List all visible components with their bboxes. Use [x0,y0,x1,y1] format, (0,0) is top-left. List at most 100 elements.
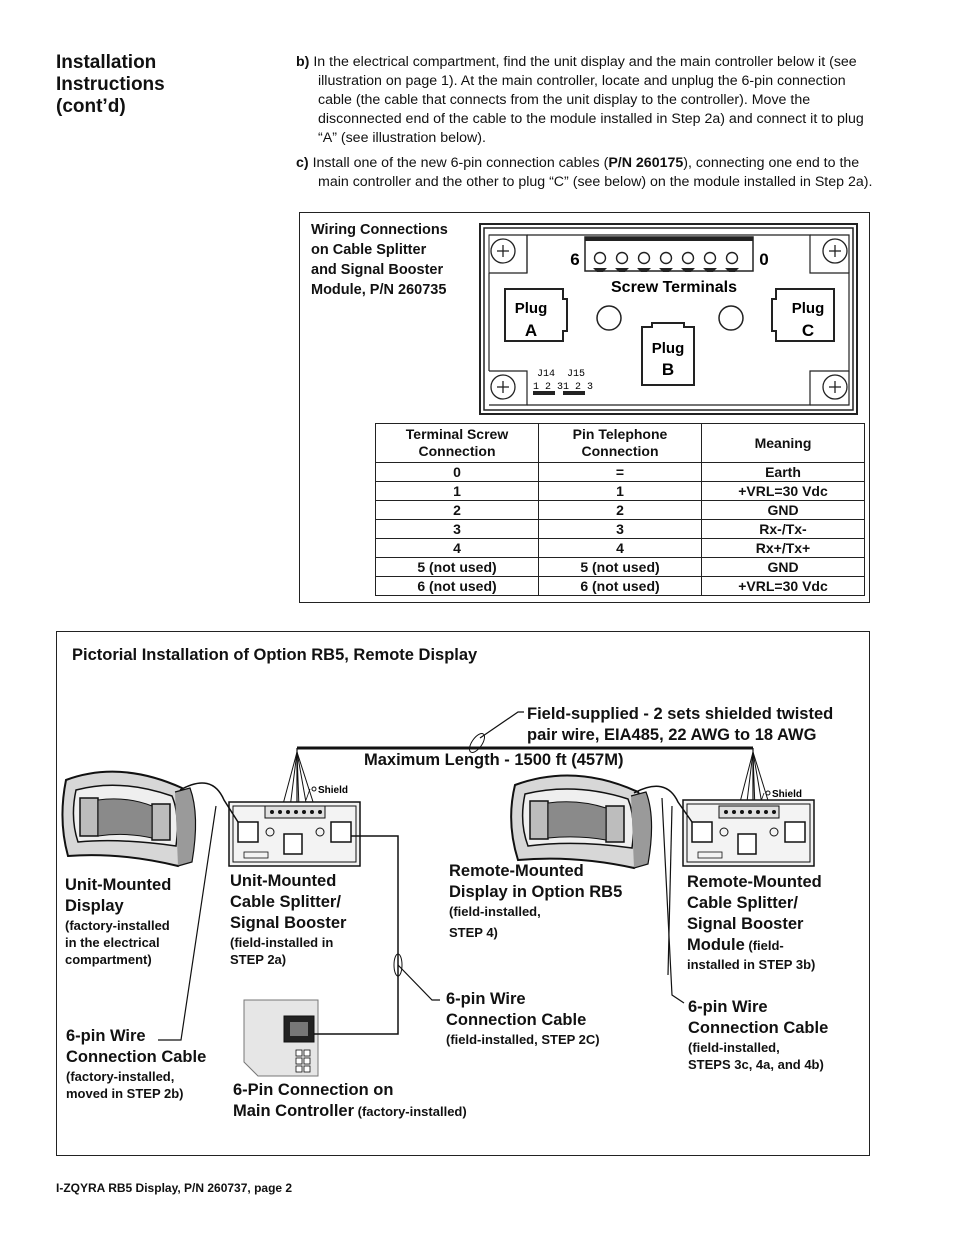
label-line: 6-pin Wire [66,1027,146,1045]
table-cell: 6 (not used) [538,576,702,596]
label-note: (field-installed, [449,904,541,919]
plug-a-word: Plug [515,300,548,317]
plug-a-letter: A [525,321,537,340]
cable-bundle-tie [468,733,486,753]
mounting-hole-icon [822,374,848,400]
label-line: Module (field- [687,935,822,956]
twisted-pair-fanout-left [281,751,316,809]
label-note: (field- [744,938,784,953]
field-wire-line: Field-supplied - 2 sets shielded twisted [527,705,834,723]
standoff-hole-icon [718,305,744,331]
label-line-word: Main Controller [233,1102,355,1120]
remote-splitter-module-illustration [682,799,815,867]
table-header-row: Terminal Screw Connection Pin Telephone … [375,423,865,463]
screw-terminals-label: Screw Terminals [611,279,737,296]
label-note: STEP 2a) [230,952,287,967]
wiring-caption-line: Wiring Connections [311,222,448,238]
jumper-headers: J14 J15 1 2 3 1 2 3 [533,369,593,395]
label-note: (factory-installed, [66,1069,175,1084]
label-line: Signal Booster [230,914,347,932]
unit-splitter-label: Unit-Mounted Cable Splitter/ Signal Boos… [230,871,346,968]
step-c-part-number: P/N 260175 [608,155,684,171]
step-c-marker: c) [296,155,309,171]
cable-mid-label: 6-pin Wire Connection Cable (field-insta… [446,989,600,1048]
standoff-hole-icon [596,305,622,331]
mounting-hole-icon [490,238,516,264]
label-note: STEP 4) [449,925,498,940]
plug-b-letter: B [662,360,674,379]
step-c-paragraph: c) Install one of the new 6-pin connecti… [296,154,876,192]
remote-display-illustration [510,774,653,870]
label-line: Unit-Mounted [230,872,337,890]
heading-line-1: Installation [56,52,157,73]
field-wire-label: Field-supplied - 2 sets shielded twisted… [527,704,833,746]
wiring-caption-line: and Signal Booster [311,262,444,278]
step-c-text-after: ), connecting one end to the main contro… [318,155,873,190]
cable-left-label: 6-pin Wire Connection Cable (factory-ins… [66,1026,206,1102]
j15-label: J15 [567,369,585,380]
wiring-caption: Wiring Connections on Cable Splitter and… [311,220,448,300]
step-b-paragraph: b) In the electrical compartment, find t… [296,53,876,148]
pictorial-installation-box [56,631,870,1156]
j14-pins: 1 2 3 [533,382,563,393]
plug-a-jack: Plug A [504,288,568,342]
remote-display-label: Remote-Mounted Display in Option RB5 (fi… [449,861,622,941]
j14-label: J14 [537,369,555,380]
table-row: 6 (not used)6 (not used)+VRL=30 Vdc [375,576,865,596]
label-line-word: Module [687,936,745,954]
table-header-cell: Terminal Screw Connection [375,423,539,463]
label-line: Remote-Mounted [449,862,584,880]
terminal-connection-table: Terminal Screw Connection Pin Telephone … [375,423,865,596]
step-b-marker: b) [296,54,310,70]
mounting-hole-icon [490,374,516,400]
label-line: Remote-Mounted [687,873,822,891]
table-header-cell: Pin Telephone Connection [538,423,702,463]
label-line: Main Controller (factory-installed) [233,1101,467,1122]
remote-splitter-leader [667,805,673,976]
label-line: Connection Cable [446,1011,587,1029]
label-note: moved in STEP 2b) [66,1086,184,1101]
step-b-text: In the electrical compartment, find the … [309,54,864,146]
module-board-diagram: 6 0 Screw Terminals Plug A Plug C Plug B… [479,223,858,415]
heading-line-2: Instructions [56,74,165,95]
page-footer: I-ZQYRA RB5 Display, P/N 260737, page 2 [56,1181,293,1195]
terminal-right-number: 0 [759,250,768,269]
label-line: Cable Splitter/ [687,894,798,912]
shield-label-right: Shield [772,789,802,800]
cable-mid-leader [397,964,440,1001]
wiring-caption-line: Module, P/N 260735 [311,282,447,298]
table-cell: 6 (not used) [375,576,539,596]
label-line: Connection Cable [66,1048,207,1066]
label-note: (factory-installed [65,918,170,933]
label-line: Unit-Mounted [65,876,172,894]
label-note: compartment) [65,952,152,967]
label-line: 6-pin Wire [688,998,768,1016]
controller-cable [314,835,399,1035]
screw-terminal-block [584,236,754,272]
label-note: STEPS 3c, 4a, and 4b) [688,1057,824,1072]
remote-display-cable [633,785,693,823]
board-inner-edge [483,227,854,411]
pictorial-title: Pictorial Installation of Option RB5, Re… [72,646,478,664]
label-line: 6-pin Wire [446,990,526,1008]
step-c-text-before: Install one of the new 6-pin connection … [308,155,609,171]
cable-left-leader [158,805,217,1041]
label-note: in the electrical [65,935,160,950]
table-header-cell: Meaning [701,423,865,463]
plug-b-jack: Plug B [641,322,695,386]
max-length-label: Maximum Length - 1500 ft (457M) [364,751,624,769]
label-line: Display in Option RB5 [449,883,623,901]
cable-right-label: 6-pin Wire Connection Cable (field-insta… [688,997,828,1073]
field-wire-line: pair wire, EIA485, 22 AWG to 18 AWG [527,726,817,744]
plug-b-word: Plug [652,340,685,357]
shield-label-left: Shield [318,785,348,796]
label-note: installed in STEP 3b) [687,957,816,972]
j15-pins: 1 2 3 [563,382,593,393]
mounting-hole-icon [822,238,848,264]
main-controller-label: 6-Pin Connection on Main Controller (fac… [233,1080,467,1122]
field-wire-leader [479,711,524,739]
